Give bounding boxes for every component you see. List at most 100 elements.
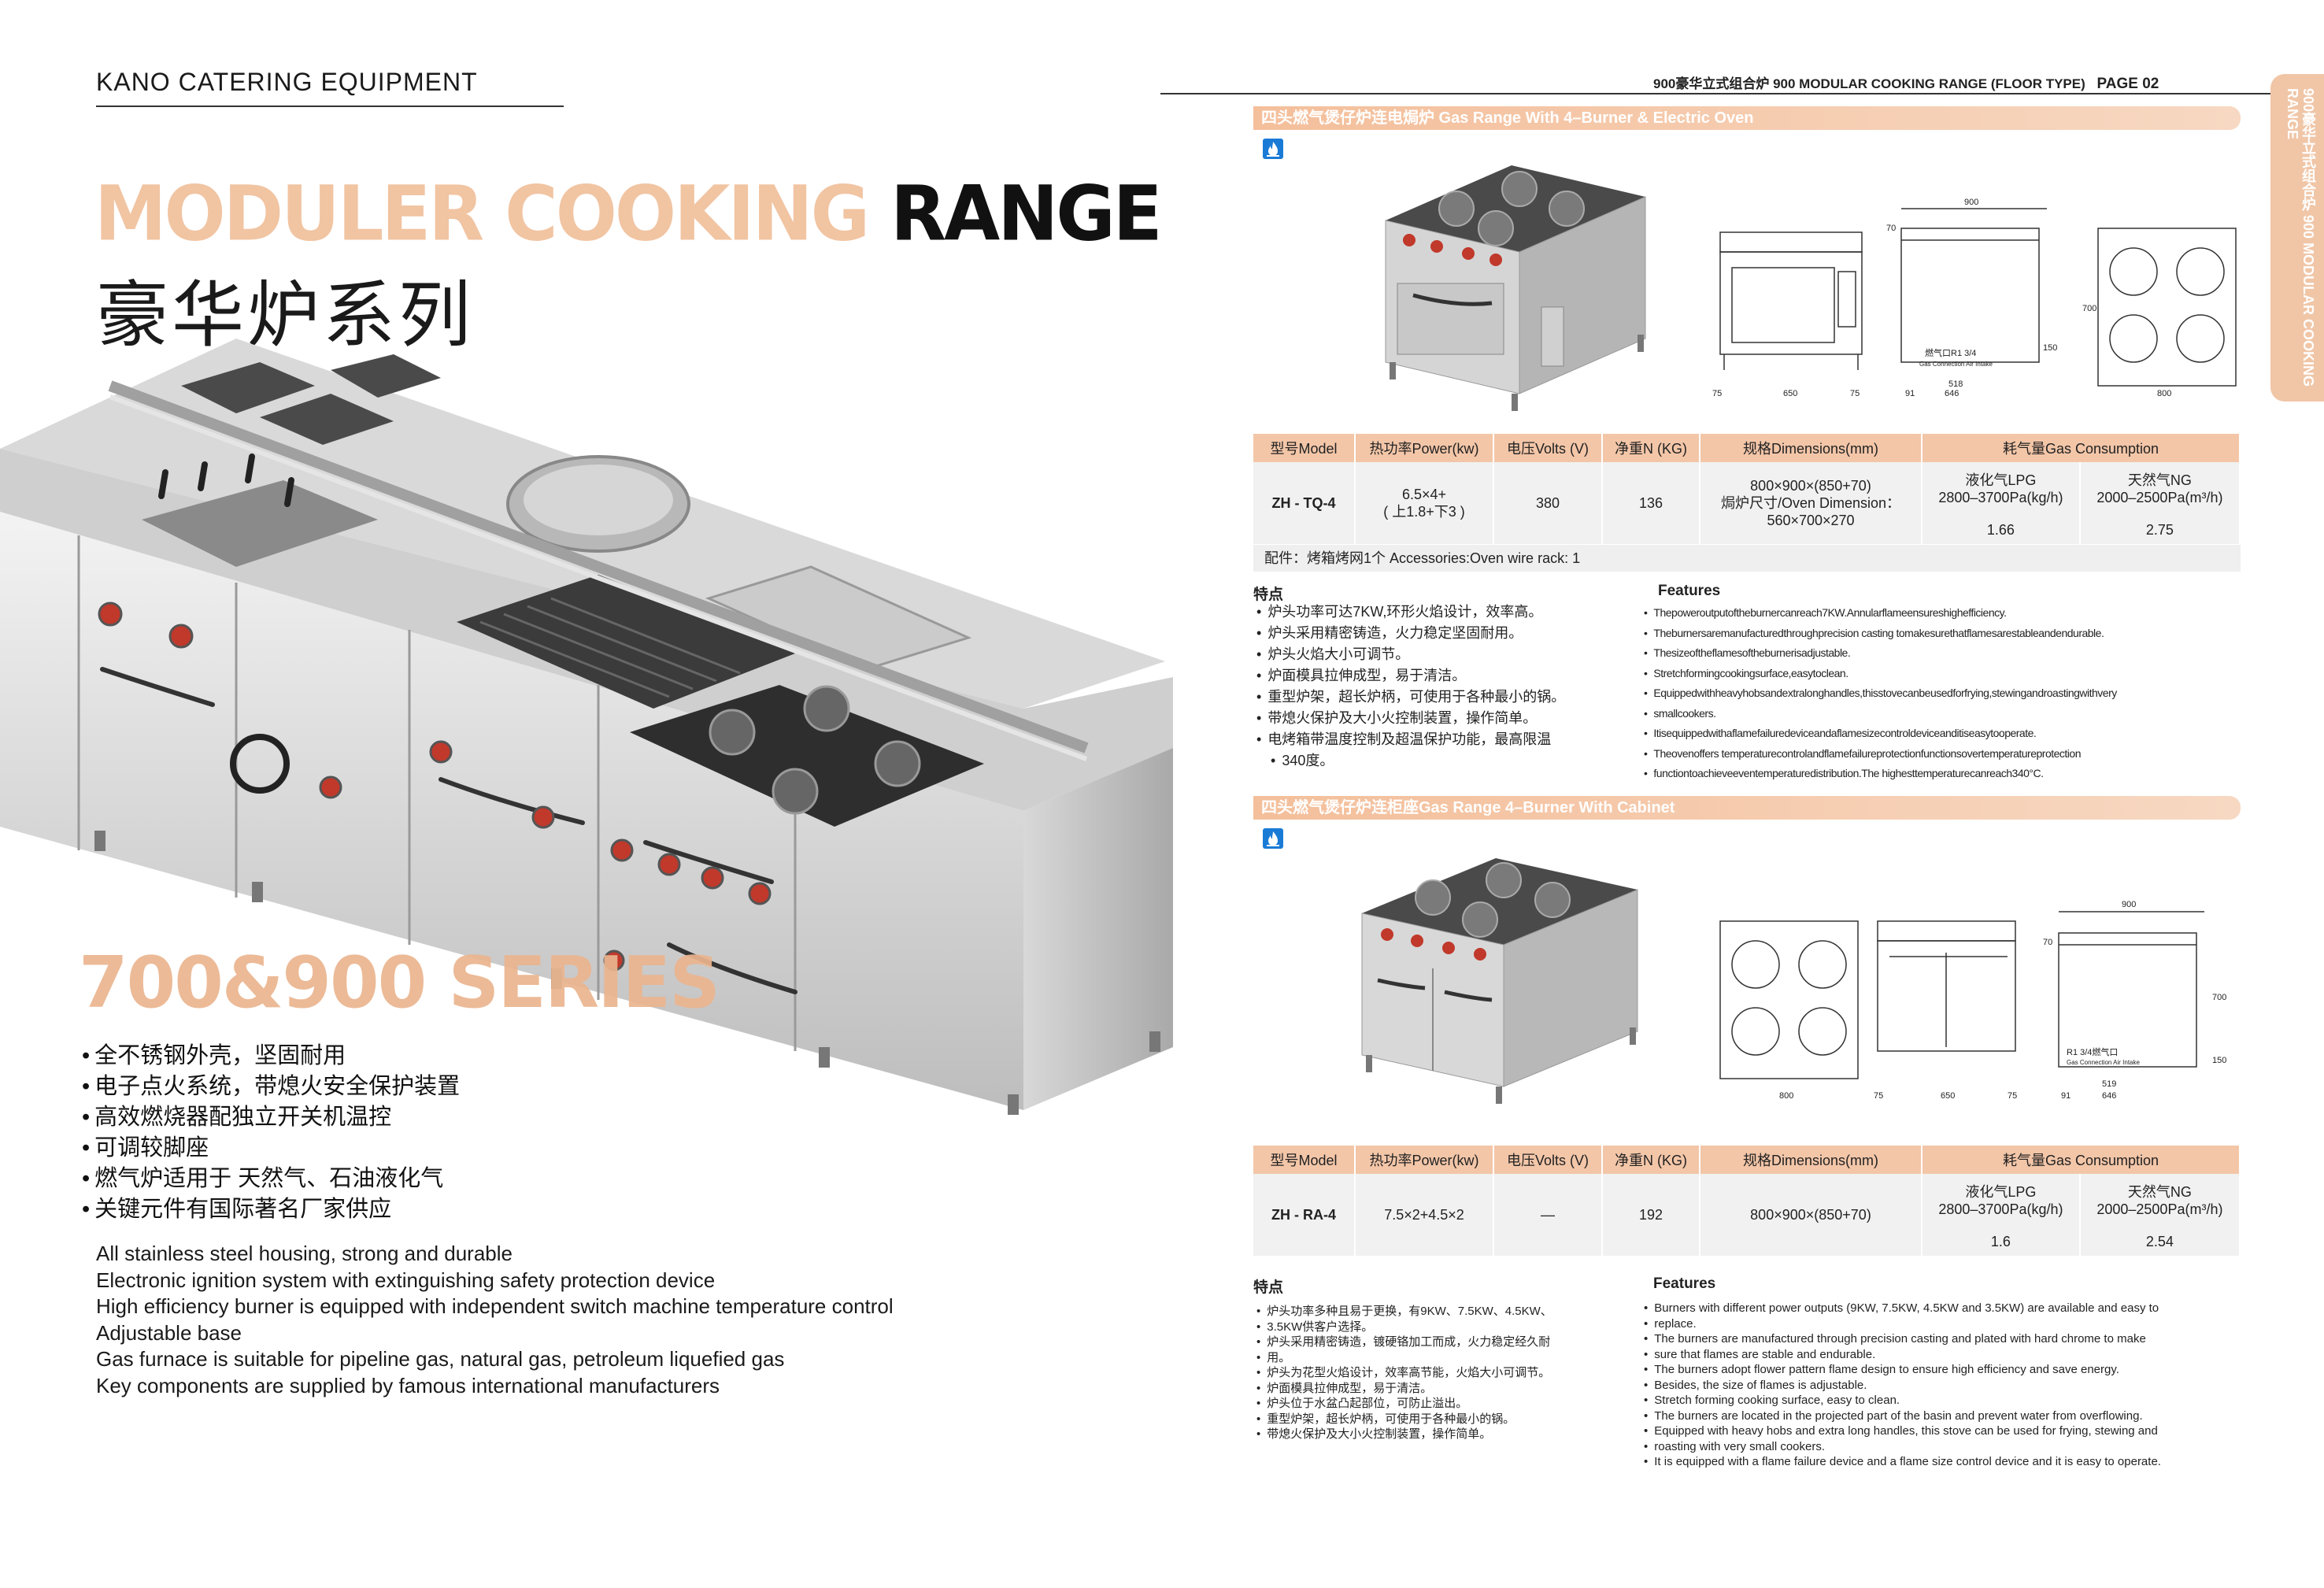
col-header: 规格Dimensions(mm) [1700,1146,1922,1174]
list-item: 可调较脚座 [82,1133,460,1164]
title-accent: MODULER COOKING [94,169,870,258]
product-2-title: 四头燃气煲仔炉连柜座Gas Range 4–Burner With Cabine… [1261,799,1675,816]
list-item: The burners adopt flower pattern flame d… [1644,1362,2266,1378]
gas-connection-label: R1 3/4燃气口 [2067,1046,2118,1057]
power-cell: 6.5×4+( 上1.8+下3 ) [1355,462,1494,544]
product-1-title-bar: 四头燃气煲仔炉连电焗炉 Gas Range With 4–Burner & El… [1253,106,2241,130]
dim-label: 518 [1948,379,1963,389]
list-item: All stainless steel housing, strong and … [96,1242,513,1265]
dim-label: 150 [2212,1056,2226,1065]
dims-cell: 800×900×(850+70) [1700,1174,1922,1256]
dim-label: 700 [2212,993,2226,1002]
col-header: 净重N (KG) [1602,1146,1700,1174]
series-label: 700&900 SERIES [79,942,720,1024]
col-header: 型号Model [1253,1146,1356,1174]
list-item: 全不锈钢外壳，坚固耐用 [82,1041,460,1072]
list-item: 关键元件有国际著名厂家供应 [82,1194,460,1225]
list-item: 炉头火焰大小可调节。 [1256,644,1603,665]
col-header: 电压Volts (V) [1493,1146,1603,1174]
col-header: 耗气量Gas Consumption [1922,434,2241,462]
dim-label: 75 [1874,1091,1883,1101]
gas-connection-label: 燃气口R1 3/4 [1925,347,1976,358]
list-item: 炉头采用精密铸造，镀硬铬加工而成，火力稳定经久耐 [1256,1334,1603,1350]
ng-label: 天然气NG [2127,472,2192,488]
page-number: PAGE 02 [2096,76,2159,92]
dims-line: 800×900×(850+70) [1750,478,1871,494]
ng-label: 天然气NG [2127,1183,2192,1200]
volts-cell: — [1493,1174,1603,1256]
list-item: 高效燃烧器配独立开关机温控 [82,1102,460,1133]
list-item: 炉面模具拉伸成型，易于清洁。 [1256,1381,1603,1397]
header-title: 900豪华立式组合炉 900 MODULAR COOKING RANGE (FL… [1653,76,2085,91]
ng-range: 2000–2500Pa(m³/h) [2096,489,2223,505]
list-item: Thepoweroutputoftheburnercanreach7KW.Ann… [1644,603,2250,624]
list-item: Electronic ignition system with extingui… [96,1268,716,1292]
power-line: 6.5×4+ [1401,487,1447,502]
product-1-title: 四头燃气煲仔炉连电焗炉 Gas Range With 4–Burner & El… [1261,109,1754,127]
list-item: 炉面模具拉伸成型，易于清洁。 [1256,665,1603,687]
list-item: Equippedwithheavyhobsandextralonghandles… [1644,683,2250,704]
col-header: 耗气量Gas Consumption [1922,1146,2241,1174]
title-dark: RANGE [890,169,1162,258]
gas-connection-en: Gas Connection Air Intake [1919,361,1993,368]
weight-cell: 136 [1602,462,1700,544]
side-tab-label: 900豪华立式组合炉 900 MODULAR COOKING RANGE [2285,88,2316,387]
product-2-title-bar: 四头燃气煲仔炉连柜座Gas Range 4–Burner With Cabine… [1253,796,2241,820]
features-cn-heading: 特点 [1253,1279,1284,1296]
dim-label: 75 [1712,389,1722,398]
features-cn-list: 炉头功率可达7KW,环形火焰设计，效率高。 炉头采用精密铸造，火力稳定坚固耐用。… [1256,602,1603,772]
lpg-range: 2800–3700Pa(kg/h) [1938,489,2063,505]
gas-connection-en: Gas Connection Air Intake [2067,1059,2140,1066]
volts-cell: 380 [1493,462,1603,544]
list-item: Burners with different power outputs (9K… [1644,1301,2266,1316]
gas-flame-icon [1263,139,1283,159]
list-item: Adjustable base [96,1320,242,1345]
list-item: Gas furnace is suitable for pipeline gas… [96,1347,785,1371]
list-item: 重型炉架，超长炉柄，可使用于各种最小的锅。 [1256,1412,1603,1427]
list-item: Itisequippedwithaflamefailuredeviceandaf… [1644,724,2250,744]
list-item: Theovenoffers temperaturecontrolandflame… [1644,744,2250,764]
col-header: 净重N (KG) [1602,434,1700,462]
features-cn-list: 炉头功率多种且易于更换，有9KW、7.5KW、4.5KW、 3.5KW供客户选择… [1256,1304,1603,1442]
lpg-label: 液化气LPG [1965,472,2037,488]
lpg-range: 2800–3700Pa(kg/h) [1938,1201,2063,1217]
list-item: replace. [1644,1316,2266,1332]
ng-value: 2.54 [2079,1227,2241,1256]
spec-table-1: 型号Model 热功率Power(kw) 电压Volts (V) 净重N (KG… [1253,434,2241,544]
list-item: 3.5KW供客户选择。 [1256,1320,1603,1335]
list-item: 用。 [1256,1350,1603,1366]
ng-range: 2000–2500Pa(m³/h) [2096,1201,2223,1217]
list-item: It is equipped with a flame failure devi… [1644,1454,2266,1470]
features-en-heading: Features [1658,583,1721,599]
side-tab: 900豪华立式组合炉 900 MODULAR COOKING RANGE [2270,74,2324,402]
power-cell: 7.5×2+4.5×2 [1355,1174,1494,1256]
dim-label: 70 [2043,938,2052,947]
list-item: High efficiency burner is equipped with … [96,1294,894,1318]
dims-line: 焗炉尺寸/Oven Dimension： [1720,495,1901,511]
list-item: 燃气炉适用于 天然气、石油液化气 [82,1164,460,1194]
en-feature-lines: All stainless steel housing, strong and … [96,1241,894,1399]
features-en-heading: Features [1653,1275,1716,1292]
list-item: The burners are located in the projected… [1644,1408,2266,1424]
list-item: 电烤箱带温度控制及超温保护功能，最高限温 [1256,729,1603,750]
cn-bullet-list: 全不锈钢外壳，坚固耐用 电子点火系统，带熄火安全保护装置 高效燃烧器配独立开关机… [82,1041,460,1225]
list-item: Stretchformingcookingsurface,easytoclean… [1644,664,2250,684]
dim-label: 800 [1779,1091,1793,1101]
dim-label: 91 [2061,1091,2071,1101]
list-item: Key components are supplied by famous in… [96,1373,720,1397]
col-header: 电压Volts (V) [1493,434,1603,462]
gas-range-cabinet-image [1361,858,1638,1104]
lpg-value: 1.6 [1922,1227,2081,1256]
page-title: MODULER COOKING RANGE [94,176,1163,253]
model-cell: ZH - TQ-4 [1253,462,1356,544]
list-item: functiontoachieveeventemperaturedistribu… [1644,764,2250,784]
header-rule [1160,93,2272,94]
list-item: Stretch forming cooking surface, easy to… [1644,1393,2266,1408]
list-item: 电子点火系统，带熄火安全保护装置 [82,1072,460,1102]
list-item: 炉头功率可达7KW,环形火焰设计，效率高。 [1256,602,1603,623]
list-item: 340度。 [1256,750,1603,772]
dims-cell: 800×900×(850+70)焗炉尺寸/Oven Dimension：560×… [1700,462,1922,544]
